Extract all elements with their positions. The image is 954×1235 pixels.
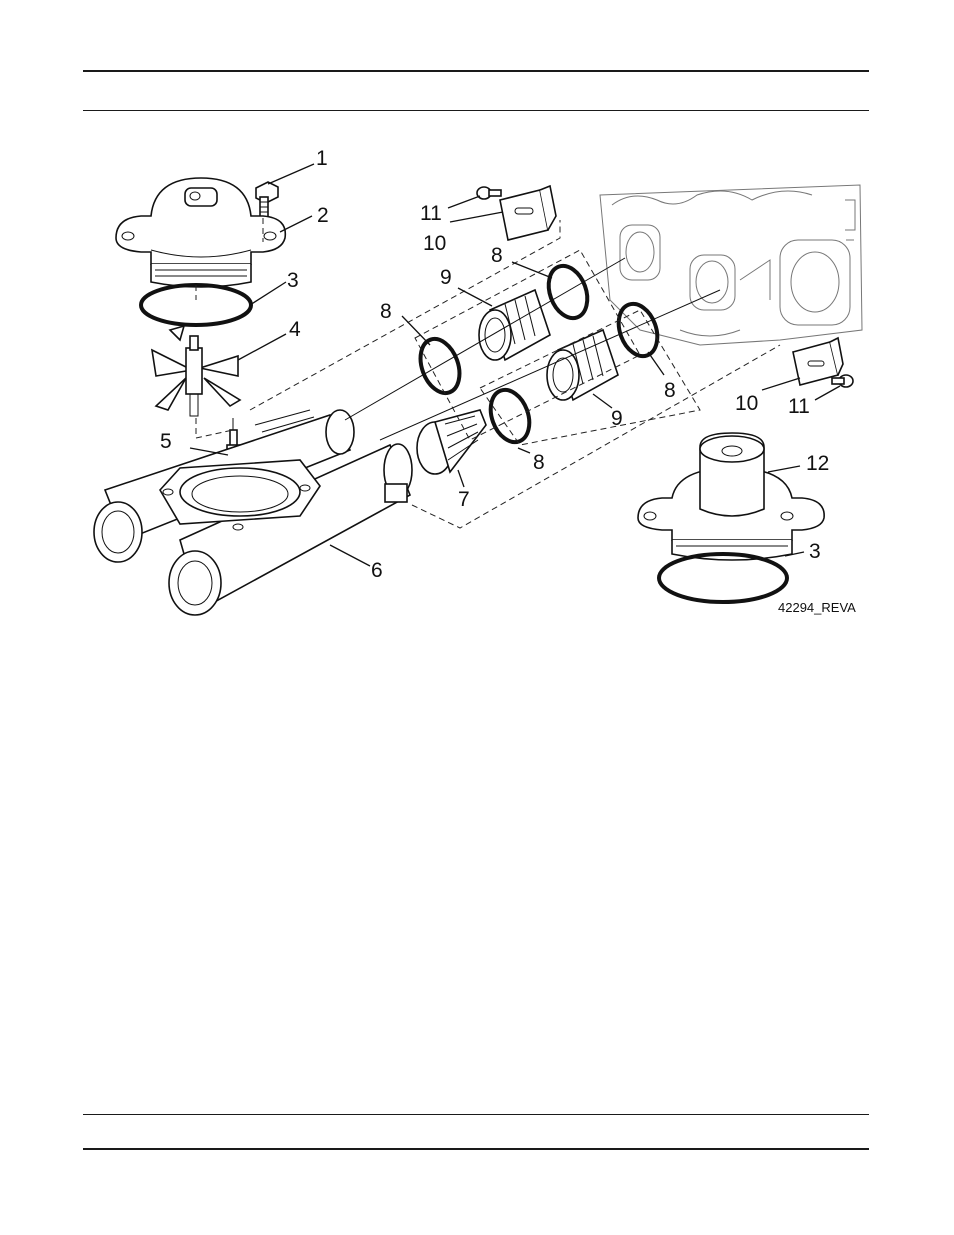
callout-5: 5 <box>160 430 172 453</box>
callout-12: 12 <box>806 452 829 475</box>
callout-3-top: 3 <box>287 269 299 292</box>
part-8-o-ring-a <box>414 334 467 399</box>
callout-8-b: 8 <box>491 244 503 267</box>
callout-11-b: 11 <box>788 395 810 418</box>
part-1-screw <box>256 182 278 217</box>
callout-8-d: 8 <box>664 379 676 402</box>
part-12-bypass-cap <box>638 433 824 560</box>
callout-8-c: 8 <box>533 451 545 474</box>
callout-3-bottom: 3 <box>809 540 821 563</box>
callout-1: 1 <box>316 147 328 170</box>
part-3-o-ring-bottom <box>659 554 787 602</box>
callout-9-a: 9 <box>440 266 452 289</box>
callout-4: 4 <box>289 318 301 341</box>
part-9-adapter-lower <box>547 330 618 400</box>
callout-8-a: 8 <box>380 300 392 323</box>
part-6-housing <box>94 410 412 615</box>
part-8-o-ring-b <box>542 260 594 323</box>
part-4-turbine <box>152 326 240 416</box>
part-9-adapter-upper <box>479 290 550 360</box>
valve-body-background <box>600 185 862 345</box>
part-11-screw-upper <box>477 187 501 199</box>
callout-6: 6 <box>371 559 383 582</box>
callout-9-b: 9 <box>611 407 623 430</box>
callout-10-b: 10 <box>735 392 758 415</box>
callout-2: 2 <box>317 204 329 227</box>
callout-11-a: 11 <box>420 202 442 225</box>
part-8-o-ring-c <box>484 384 536 447</box>
callout-7: 7 <box>458 488 470 511</box>
part-10-clip-upper <box>500 186 556 240</box>
figure-reference-code: 42294_REVA <box>778 600 856 615</box>
callout-10-a: 10 <box>423 232 446 255</box>
part-11-screw-lower <box>832 375 853 387</box>
